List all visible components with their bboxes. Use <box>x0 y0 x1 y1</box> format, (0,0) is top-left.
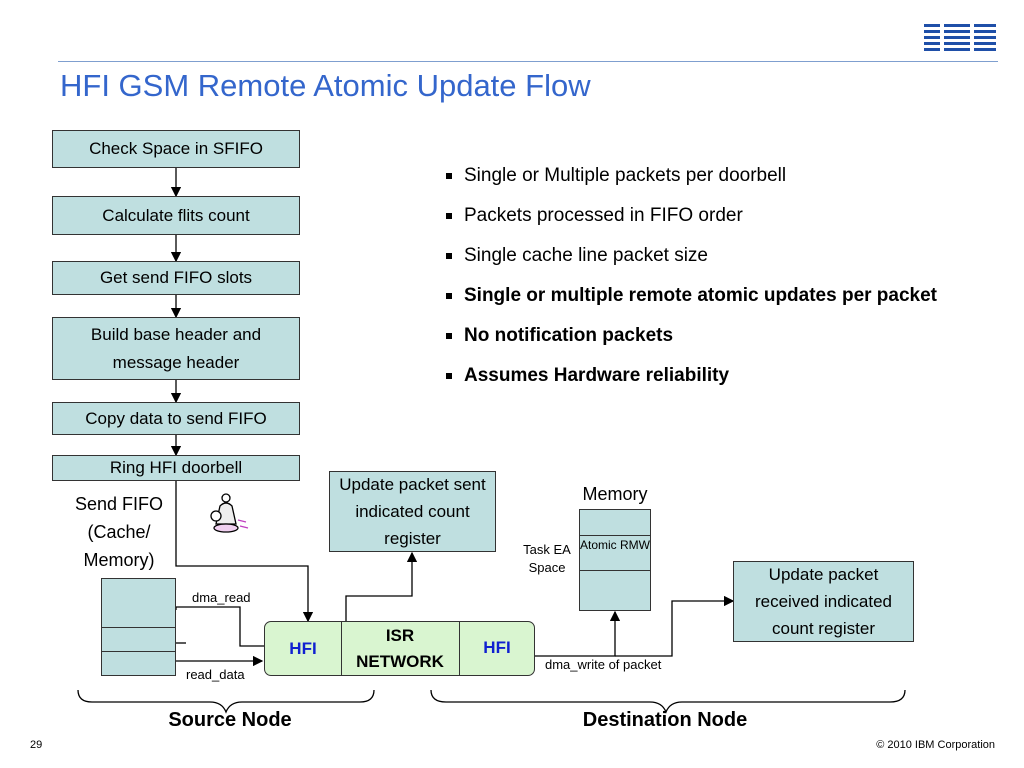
memory-stack: Atomic RMW <box>579 509 651 611</box>
destination-hfi: HFI <box>460 622 534 675</box>
flow-step-build-header: Build base header and message header <box>52 317 300 380</box>
flow-step-copy-data: Copy data to send FIFO <box>52 402 300 435</box>
memory-divider <box>580 535 650 536</box>
destination-node-brace <box>430 689 906 714</box>
isr-network-label: ISR NETWORK <box>341 622 460 675</box>
destination-node-label: Destination Node <box>582 709 748 731</box>
page-title: HFI GSM Remote Atomic Update Flow <box>60 68 591 103</box>
bullet-item: Single cache line packet size <box>446 242 986 270</box>
send-fifo-stack <box>101 578 176 676</box>
isr-network-block: HFI ISR NETWORK HFI <box>264 621 535 676</box>
flow-step-check-space: Check Space in SFIFO <box>52 130 300 168</box>
doorbell-to-hfi-line <box>175 481 314 623</box>
task-ea-label: Task EA Space <box>523 542 571 575</box>
ibm-logo <box>924 22 996 52</box>
dma-write-line <box>535 610 621 657</box>
ibm-logo-icon <box>924 22 996 52</box>
flow-step-get-send-fifo: Get send FIFO slots <box>52 261 300 295</box>
network-to-received-line <box>615 595 735 657</box>
source-node-brace <box>77 689 375 714</box>
source-hfi-label: HFI <box>289 638 317 658</box>
header-rule <box>58 61 998 62</box>
bullet-item: Packets processed in FIFO order <box>446 202 986 230</box>
destination-hfi-label: HFI <box>483 638 511 657</box>
read-data-label: read_data <box>186 667 245 682</box>
source-node-label: Source Node <box>168 709 292 731</box>
bullet-item: Assumes Hardware reliability <box>446 362 986 390</box>
bullet-item: No notification packets <box>446 322 986 350</box>
bullet-item: Single or Multiple packets per doorbell <box>446 162 986 190</box>
page-number: 29 <box>30 739 43 751</box>
copyright: © 2010 IBM Corporation <box>876 739 995 751</box>
bullet-list: Single or Multiple packets per doorbell … <box>446 162 986 402</box>
memory-divider <box>580 570 650 571</box>
dma-read-line <box>175 606 264 647</box>
source-hfi: HFI <box>265 622 342 675</box>
doorbell-icon <box>210 490 250 543</box>
memory-label: Memory <box>582 484 648 504</box>
network-to-sent-line <box>345 551 418 621</box>
dma-read-label: dma_read <box>192 590 251 605</box>
flow-step-calculate-flits: Calculate flits count <box>52 196 300 235</box>
send-fifo-label: Send FIFO (Cache/ Memory) <box>74 494 164 570</box>
flow-step-ring-doorbell: Ring HFI doorbell <box>52 455 300 481</box>
received-count-register-box: Update packet received indicated count r… <box>733 561 914 642</box>
fifo-divider <box>102 651 175 652</box>
fifo-divider <box>102 627 175 628</box>
bullet-item: Single or multiple remote atomic updates… <box>446 282 986 310</box>
atomic-rmw-label: Atomic RMW <box>580 538 650 552</box>
dma-write-label: dma_write of packet <box>545 657 662 672</box>
sent-count-register-box: Update packet sent indicated count regis… <box>329 471 496 552</box>
